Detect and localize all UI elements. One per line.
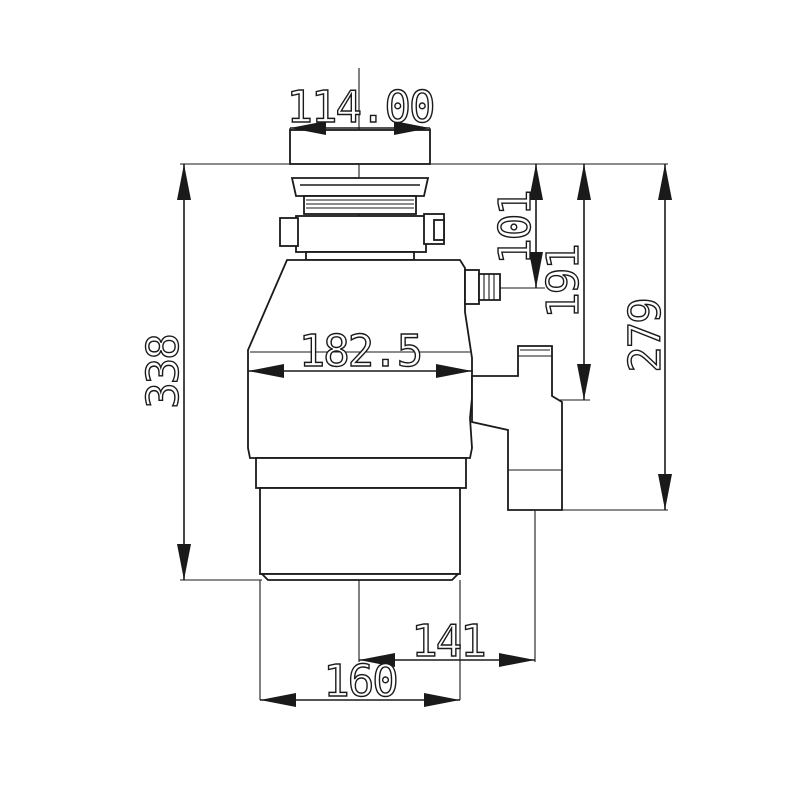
dim-141: 141 [411,616,484,667]
dim-338: 338 [138,335,189,408]
clamp-left-tab [279,217,299,247]
dishwasher-inlet [464,269,480,305]
dim-101: 101 [490,191,541,264]
dim-279: 279 [620,299,671,372]
motor-housing [247,259,473,459]
threaded-neck [303,195,417,215]
base-plate [259,573,461,581]
discharge-outlet [471,345,563,511]
dim-191: 191 [538,245,589,318]
dimension-lines [177,121,672,707]
disposer-unit [247,129,563,581]
dimension-labels: 114.00 182.5 338 101 191 279 160 141 [137,81,671,707]
dim-114: 114.00 [287,82,434,133]
clamp-band [295,215,427,253]
sink-flange [289,129,431,165]
mounting-ring [290,177,430,197]
dim-160: 160 [323,656,396,707]
lower-band [255,457,467,489]
bottom-housing [259,487,461,575]
dim-182-5: 182.5 [299,326,421,377]
